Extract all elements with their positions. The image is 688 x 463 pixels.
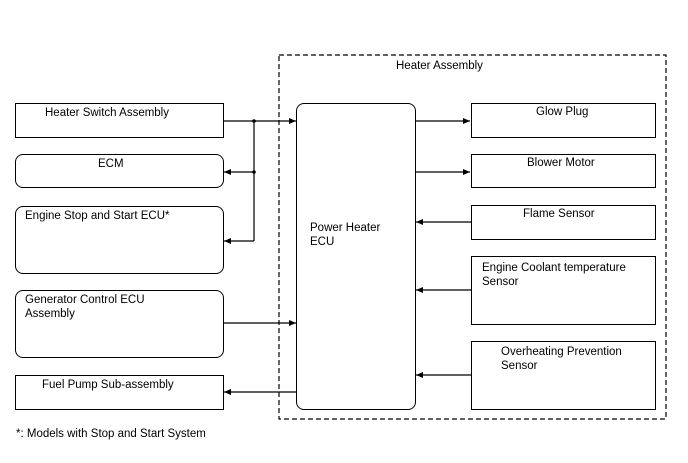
blower-motor-label: Blower Motor: [527, 157, 595, 169]
ecm-label: ECM: [98, 158, 124, 170]
glow-plug-label: Glow Plug: [536, 106, 589, 118]
ecu-label-line2: ECU: [310, 236, 335, 248]
overheating-label-line2: Sensor: [501, 360, 538, 372]
blower-motor-block: Blower Motor: [471, 154, 656, 188]
footnote: *: Models with Stop and Start System: [16, 428, 206, 440]
engine-stop-start-ecu-block: Engine Stop and Start ECU*: [15, 206, 224, 274]
engine-stop-start-label: Engine Stop and Start ECU*: [25, 210, 170, 222]
generator-label-line1: Generator Control ECU: [25, 294, 145, 306]
overheating-label-line1: Overheating Prevention: [501, 346, 622, 358]
power-heater-ecu-block: Power Heater ECU: [296, 103, 416, 410]
glow-plug-block: Glow Plug: [471, 103, 656, 138]
overheating-prevention-sensor-block: Overheating Prevention Sensor: [471, 341, 656, 410]
ecu-label-line1: Power Heater: [310, 222, 381, 234]
heater-assembly-label: Heater Assembly: [396, 60, 483, 72]
engine-coolant-temperature-sensor-block: Engine Coolant temperature Sensor: [471, 256, 656, 325]
coolant-label-line2: Sensor: [482, 276, 519, 288]
generator-label-line2: Assembly: [25, 308, 75, 320]
heater-assembly-boundary: [278, 54, 667, 420]
fuel-pump-label: Fuel Pump Sub-assembly: [42, 379, 174, 391]
heater-switch-label: Heater Switch Assembly: [45, 107, 169, 119]
flame-sensor-label: Flame Sensor: [523, 208, 595, 220]
junction-dot: [252, 119, 256, 123]
coolant-label-line1: Engine Coolant temperature: [482, 262, 626, 274]
ecm-block: ECM: [15, 154, 224, 188]
generator-control-ecu-block: Generator Control ECU Assembly: [15, 290, 224, 358]
flame-sensor-block: Flame Sensor: [471, 205, 656, 240]
fuel-pump-sub-assembly-block: Fuel Pump Sub-assembly: [15, 375, 224, 410]
heater-switch-assembly-block: Heater Switch Assembly: [15, 103, 224, 138]
